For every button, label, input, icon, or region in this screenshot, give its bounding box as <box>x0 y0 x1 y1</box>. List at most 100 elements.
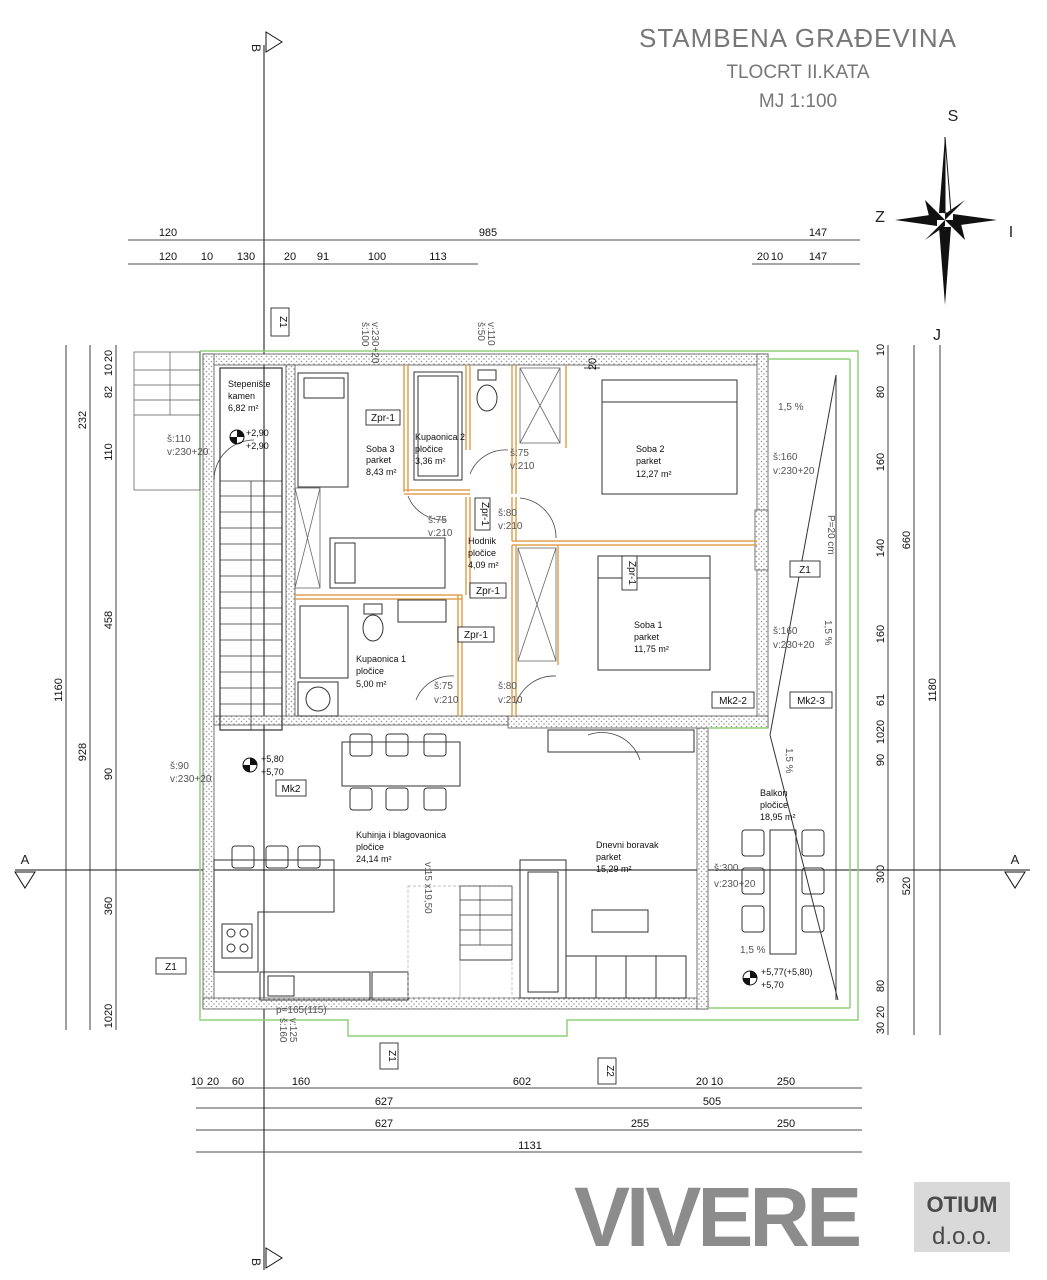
level-value: +5,70 <box>261 767 284 777</box>
top-dimension-text: 120 985 147 120 10 130 20 91 100 113 20 … <box>159 227 827 370</box>
room-area: 24,14 m² <box>356 854 392 864</box>
svg-text:80: 80 <box>875 386 887 398</box>
svg-text:v:230+20: v:230+20 <box>773 640 815 651</box>
svg-text:Mk2: Mk2 <box>282 784 301 795</box>
svg-text:10: 10 <box>875 732 887 744</box>
svg-text:61: 61 <box>875 694 887 706</box>
element-tag-labels: Z1 Zpr-1 Zpr-1 Zpr-1 Zpr-1 Zpr-1 Z1 Mk2-… <box>165 316 825 1077</box>
exterior-outline <box>199 350 859 1037</box>
svg-text:10: 10 <box>201 251 213 263</box>
svg-text:113: 113 <box>429 251 447 263</box>
room-area: 5,00 m² <box>356 679 387 689</box>
svg-text:10: 10 <box>103 364 115 376</box>
room-name: Dnevni boravak <box>596 840 659 850</box>
svg-text:250: 250 <box>777 1118 795 1130</box>
svg-text:Zpr-1: Zpr-1 <box>464 630 488 641</box>
svg-text:30: 30 <box>875 1022 887 1034</box>
svg-text:20: 20 <box>103 350 115 362</box>
room-finish: kamen <box>228 391 255 401</box>
left-dimension-text: 1160 232 928 458 360 1020 20 10 82 110 9… <box>53 350 115 1028</box>
room-finish: parket <box>636 456 662 466</box>
level-value: +5,80 <box>261 754 284 764</box>
svg-text:v:230+20: v:230+20 <box>170 774 212 785</box>
room-finish: parket <box>634 632 660 642</box>
svg-text:20: 20 <box>696 1076 708 1088</box>
svg-text:110: 110 <box>103 443 115 461</box>
room-name: Kupaonica 2 <box>415 432 465 442</box>
svg-text:Zpr-1: Zpr-1 <box>626 561 637 585</box>
svg-text:1,5 %: 1,5 % <box>822 620 833 646</box>
svg-text:Zpr-1: Zpr-1 <box>371 413 395 424</box>
room-name: Soba 3 <box>366 444 395 454</box>
room-name: Kuhinja i blagovaonica <box>356 830 446 840</box>
room-area: 6,82 m² <box>228 403 259 413</box>
slope-labels: 1,5 % 1,5 % 1,5 % 1,5 % P=20 cm p=165(11… <box>276 402 836 1016</box>
svg-text:Zpr-1: Zpr-1 <box>476 586 500 597</box>
svg-text:10: 10 <box>875 344 887 356</box>
svg-text:10: 10 <box>191 1076 203 1088</box>
svg-text:602: 602 <box>513 1076 531 1088</box>
svg-text:Z2: Z2 <box>604 1065 615 1077</box>
svg-text:20: 20 <box>587 358 599 370</box>
svg-text:v:230+20: v:230+20 <box>714 879 756 890</box>
svg-text:160: 160 <box>292 1076 310 1088</box>
svg-text:P=20 cm: P=20 cm <box>825 515 836 555</box>
svg-text:10: 10 <box>711 1076 723 1088</box>
logo-box-top: OTIUM <box>927 1192 998 1217</box>
room-finish: pločice <box>356 666 384 676</box>
bottom-dimension-text: 10 20 60 160 602 20 10 250 627 505 627 2… <box>191 1076 795 1152</box>
svg-text:v:210: v:210 <box>498 521 523 532</box>
compass-north-label: S <box>948 108 959 125</box>
svg-text:v:110: v:110 <box>485 322 496 346</box>
right-dimension-text: 10 80 160 140 160 61 20 10 90 300 80 20 … <box>875 344 939 1034</box>
svg-text:š:110: š:110 <box>167 434 191 445</box>
svg-text:660: 660 <box>901 531 913 549</box>
door-swings <box>213 439 641 761</box>
dining-table <box>341 733 461 811</box>
svg-text:20: 20 <box>284 251 296 263</box>
room-finish: pločice <box>468 548 496 558</box>
svg-text:90: 90 <box>875 754 887 766</box>
level-value: +5,77(+5,80) <box>761 967 813 977</box>
svg-text:Mk2-2: Mk2-2 <box>719 696 747 707</box>
svg-text:160: 160 <box>875 453 887 471</box>
svg-text:147: 147 <box>809 227 827 239</box>
svg-text:š:75: š:75 <box>428 515 447 526</box>
room-name: Soba 2 <box>636 444 665 454</box>
room-finish: pločice <box>760 800 788 810</box>
section-b-label-bottom: B <box>249 1258 263 1266</box>
svg-text:Mk2-3: Mk2-3 <box>797 696 825 707</box>
svg-text:985: 985 <box>479 227 497 239</box>
room-area: 4,09 m² <box>468 560 499 570</box>
svg-text:1,5 %: 1,5 % <box>740 945 766 956</box>
room-finish: parket <box>366 455 392 465</box>
svg-text:90: 90 <box>103 768 115 780</box>
svg-text:91: 91 <box>317 251 329 263</box>
svg-text:š:100: š:100 <box>359 322 370 347</box>
room-area: 15,29 m² <box>596 864 632 874</box>
level-value: +5,70 <box>761 980 784 990</box>
section-line-a <box>14 869 1030 889</box>
svg-text:20: 20 <box>875 720 887 732</box>
company-logo: VIVERE OTIUM d.o.o. <box>574 1170 1010 1264</box>
svg-text:80: 80 <box>875 980 887 992</box>
svg-text:š:160: š:160 <box>277 1018 288 1043</box>
staircase <box>219 367 283 731</box>
room-area: 18,95 m² <box>760 812 796 822</box>
room-name: Stepenište <box>228 379 271 389</box>
svg-text:82: 82 <box>103 386 115 398</box>
svg-text:p=165(115): p=165(115) <box>276 1005 327 1016</box>
room-finish: pločice <box>415 444 443 454</box>
svg-text:v:125: v:125 <box>287 1018 298 1043</box>
section-a-label-left: A <box>21 852 30 867</box>
svg-text:š:160: š:160 <box>773 626 798 637</box>
furniture-wardrobes <box>294 367 561 662</box>
room-name: Balkon <box>760 788 788 798</box>
svg-text:147: 147 <box>809 251 827 263</box>
svg-text:928: 928 <box>77 743 89 761</box>
level-value: +2,90 <box>246 428 269 438</box>
svg-text:1131: 1131 <box>518 1140 542 1152</box>
compass-rose-icon <box>895 136 997 305</box>
room-finish: pločice <box>356 842 384 852</box>
